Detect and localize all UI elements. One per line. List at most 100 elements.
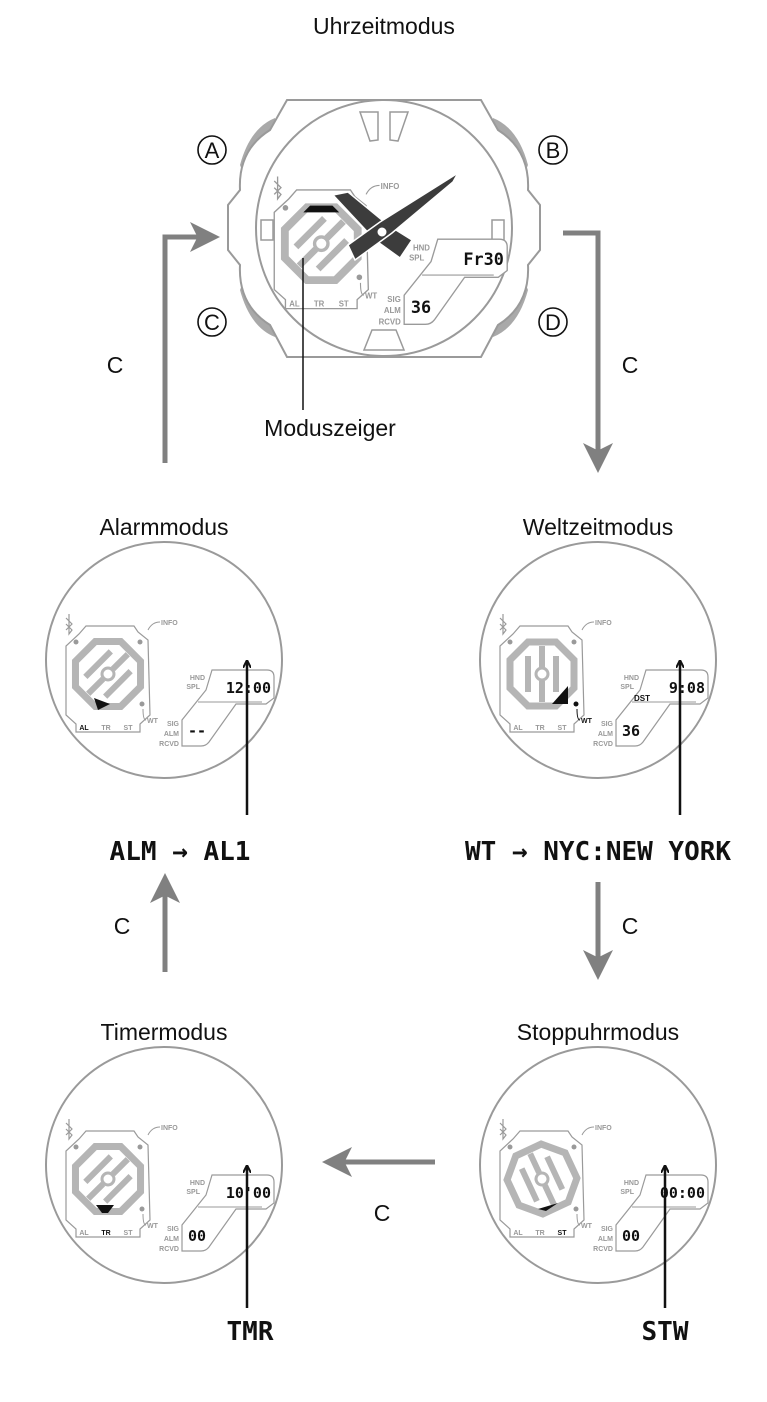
button-c-label: C bbox=[114, 913, 131, 939]
mode-label-tr: TR bbox=[101, 1230, 110, 1237]
mode-dial bbox=[506, 638, 578, 710]
mode-dial-octagon bbox=[503, 1140, 581, 1218]
mode-label-al: AL bbox=[289, 299, 300, 308]
display-lower: 00 bbox=[622, 1227, 640, 1245]
mode-label-st: ST bbox=[558, 725, 568, 732]
button-c-label: C bbox=[197, 307, 227, 337]
mode-dial-octagon bbox=[71, 637, 145, 711]
wt-leader bbox=[142, 1213, 147, 1226]
digital-display-window bbox=[403, 238, 508, 325]
button-a-label: A bbox=[197, 135, 227, 165]
info-leader bbox=[147, 621, 161, 631]
bluetooth-icon bbox=[273, 176, 282, 201]
button-letter: D bbox=[545, 310, 561, 335]
mode-label-tr: TR bbox=[101, 725, 110, 732]
subdial-dot bbox=[139, 701, 145, 707]
subdial-dot bbox=[137, 639, 143, 645]
arrow-time-to-world bbox=[563, 230, 613, 473]
sig-label: SIG bbox=[167, 721, 180, 728]
button-c-label: C bbox=[374, 1200, 391, 1226]
minute-hand bbox=[347, 172, 459, 262]
mode-dial-hub bbox=[534, 666, 550, 682]
hnd-label: HND bbox=[624, 675, 639, 682]
mode-dial-bars bbox=[83, 649, 133, 699]
subdial-dot bbox=[73, 1144, 79, 1150]
digital-display-window bbox=[181, 669, 275, 747]
bluetooth-icon bbox=[65, 614, 73, 636]
info-label: INFO bbox=[595, 620, 612, 627]
mode-label-tr: TR bbox=[314, 299, 325, 308]
info-leader bbox=[147, 1126, 161, 1136]
mode-pointer-mark bbox=[538, 1203, 558, 1211]
mode-dial-hub bbox=[534, 1171, 550, 1187]
display-lower: 36 bbox=[622, 722, 640, 740]
arrow-alarm-to-time bbox=[162, 222, 220, 463]
display-upper: 10'00 bbox=[226, 1184, 271, 1202]
info-label: INFO bbox=[381, 182, 400, 191]
display-upper: 9:08 bbox=[669, 679, 705, 697]
display-lower: 36 bbox=[411, 297, 431, 317]
button-label-circle bbox=[538, 135, 568, 165]
mode-dial bbox=[71, 1142, 145, 1216]
rcvd-label: RCVD bbox=[593, 741, 613, 748]
mode-dial-bars bbox=[525, 646, 559, 702]
digital-display-window bbox=[181, 1174, 275, 1252]
spl-label: SPL bbox=[409, 253, 424, 262]
wt-leader bbox=[576, 708, 581, 721]
hand-pivot bbox=[376, 226, 388, 238]
mode-label-al: AL bbox=[79, 725, 89, 732]
alm-label: ALM bbox=[384, 306, 401, 315]
spl-label: SPL bbox=[620, 684, 634, 691]
rcvd-label: RCVD bbox=[159, 741, 179, 748]
wt-label: WT bbox=[147, 718, 159, 725]
rcvd-label: RCVD bbox=[593, 1246, 613, 1253]
button-c-label: C bbox=[107, 352, 124, 378]
spl-label: SPL bbox=[186, 684, 200, 691]
index-9 bbox=[260, 219, 274, 241]
digital-display-window bbox=[615, 1174, 709, 1252]
subdial-dot bbox=[139, 1206, 145, 1212]
info-label: INFO bbox=[161, 1125, 178, 1132]
hnd-label: HND bbox=[190, 675, 205, 682]
mode-title: Weltzeitmodus bbox=[523, 514, 673, 540]
bluetooth-icon bbox=[499, 614, 507, 636]
mode-label-al: AL bbox=[79, 1230, 89, 1237]
button-letter: A bbox=[205, 138, 220, 163]
mode-label-st: ST bbox=[124, 725, 134, 732]
mode-label-tr: TR bbox=[535, 1230, 544, 1237]
display-upper: 00:00 bbox=[660, 1184, 705, 1202]
subdial-dot bbox=[571, 1144, 577, 1150]
rcvd-label: RCVD bbox=[159, 1246, 179, 1253]
wt-label: WT bbox=[581, 1223, 593, 1230]
info-label: INFO bbox=[161, 620, 178, 627]
button-c-label: C bbox=[622, 913, 639, 939]
mode-dial bbox=[71, 637, 145, 711]
mode-dial-bars bbox=[83, 1154, 133, 1204]
subdial-dot bbox=[573, 1206, 579, 1212]
mode-dial bbox=[503, 1140, 581, 1218]
mode-dial-hub bbox=[100, 1171, 116, 1187]
spl-label: SPL bbox=[620, 1189, 634, 1196]
subdial-dot bbox=[571, 639, 577, 645]
alm-label: ALM bbox=[164, 1236, 179, 1243]
mode-title: Stoppuhrmodus bbox=[517, 1019, 679, 1045]
info-leader bbox=[581, 1126, 595, 1136]
wt-label: WT bbox=[581, 718, 593, 725]
subdial-dot bbox=[73, 639, 79, 645]
mode-label-st: ST bbox=[558, 1230, 568, 1237]
info-label: INFO bbox=[595, 1125, 612, 1132]
subdial-dot bbox=[507, 1144, 513, 1150]
wt-label: WT bbox=[365, 292, 377, 301]
subdial-dot bbox=[137, 1144, 143, 1150]
display-lower: -- bbox=[188, 722, 206, 740]
index-12 bbox=[358, 111, 410, 142]
sig-label: SIG bbox=[601, 721, 614, 728]
spl-label: SPL bbox=[186, 1189, 200, 1196]
bluetooth-icon bbox=[499, 1119, 507, 1141]
